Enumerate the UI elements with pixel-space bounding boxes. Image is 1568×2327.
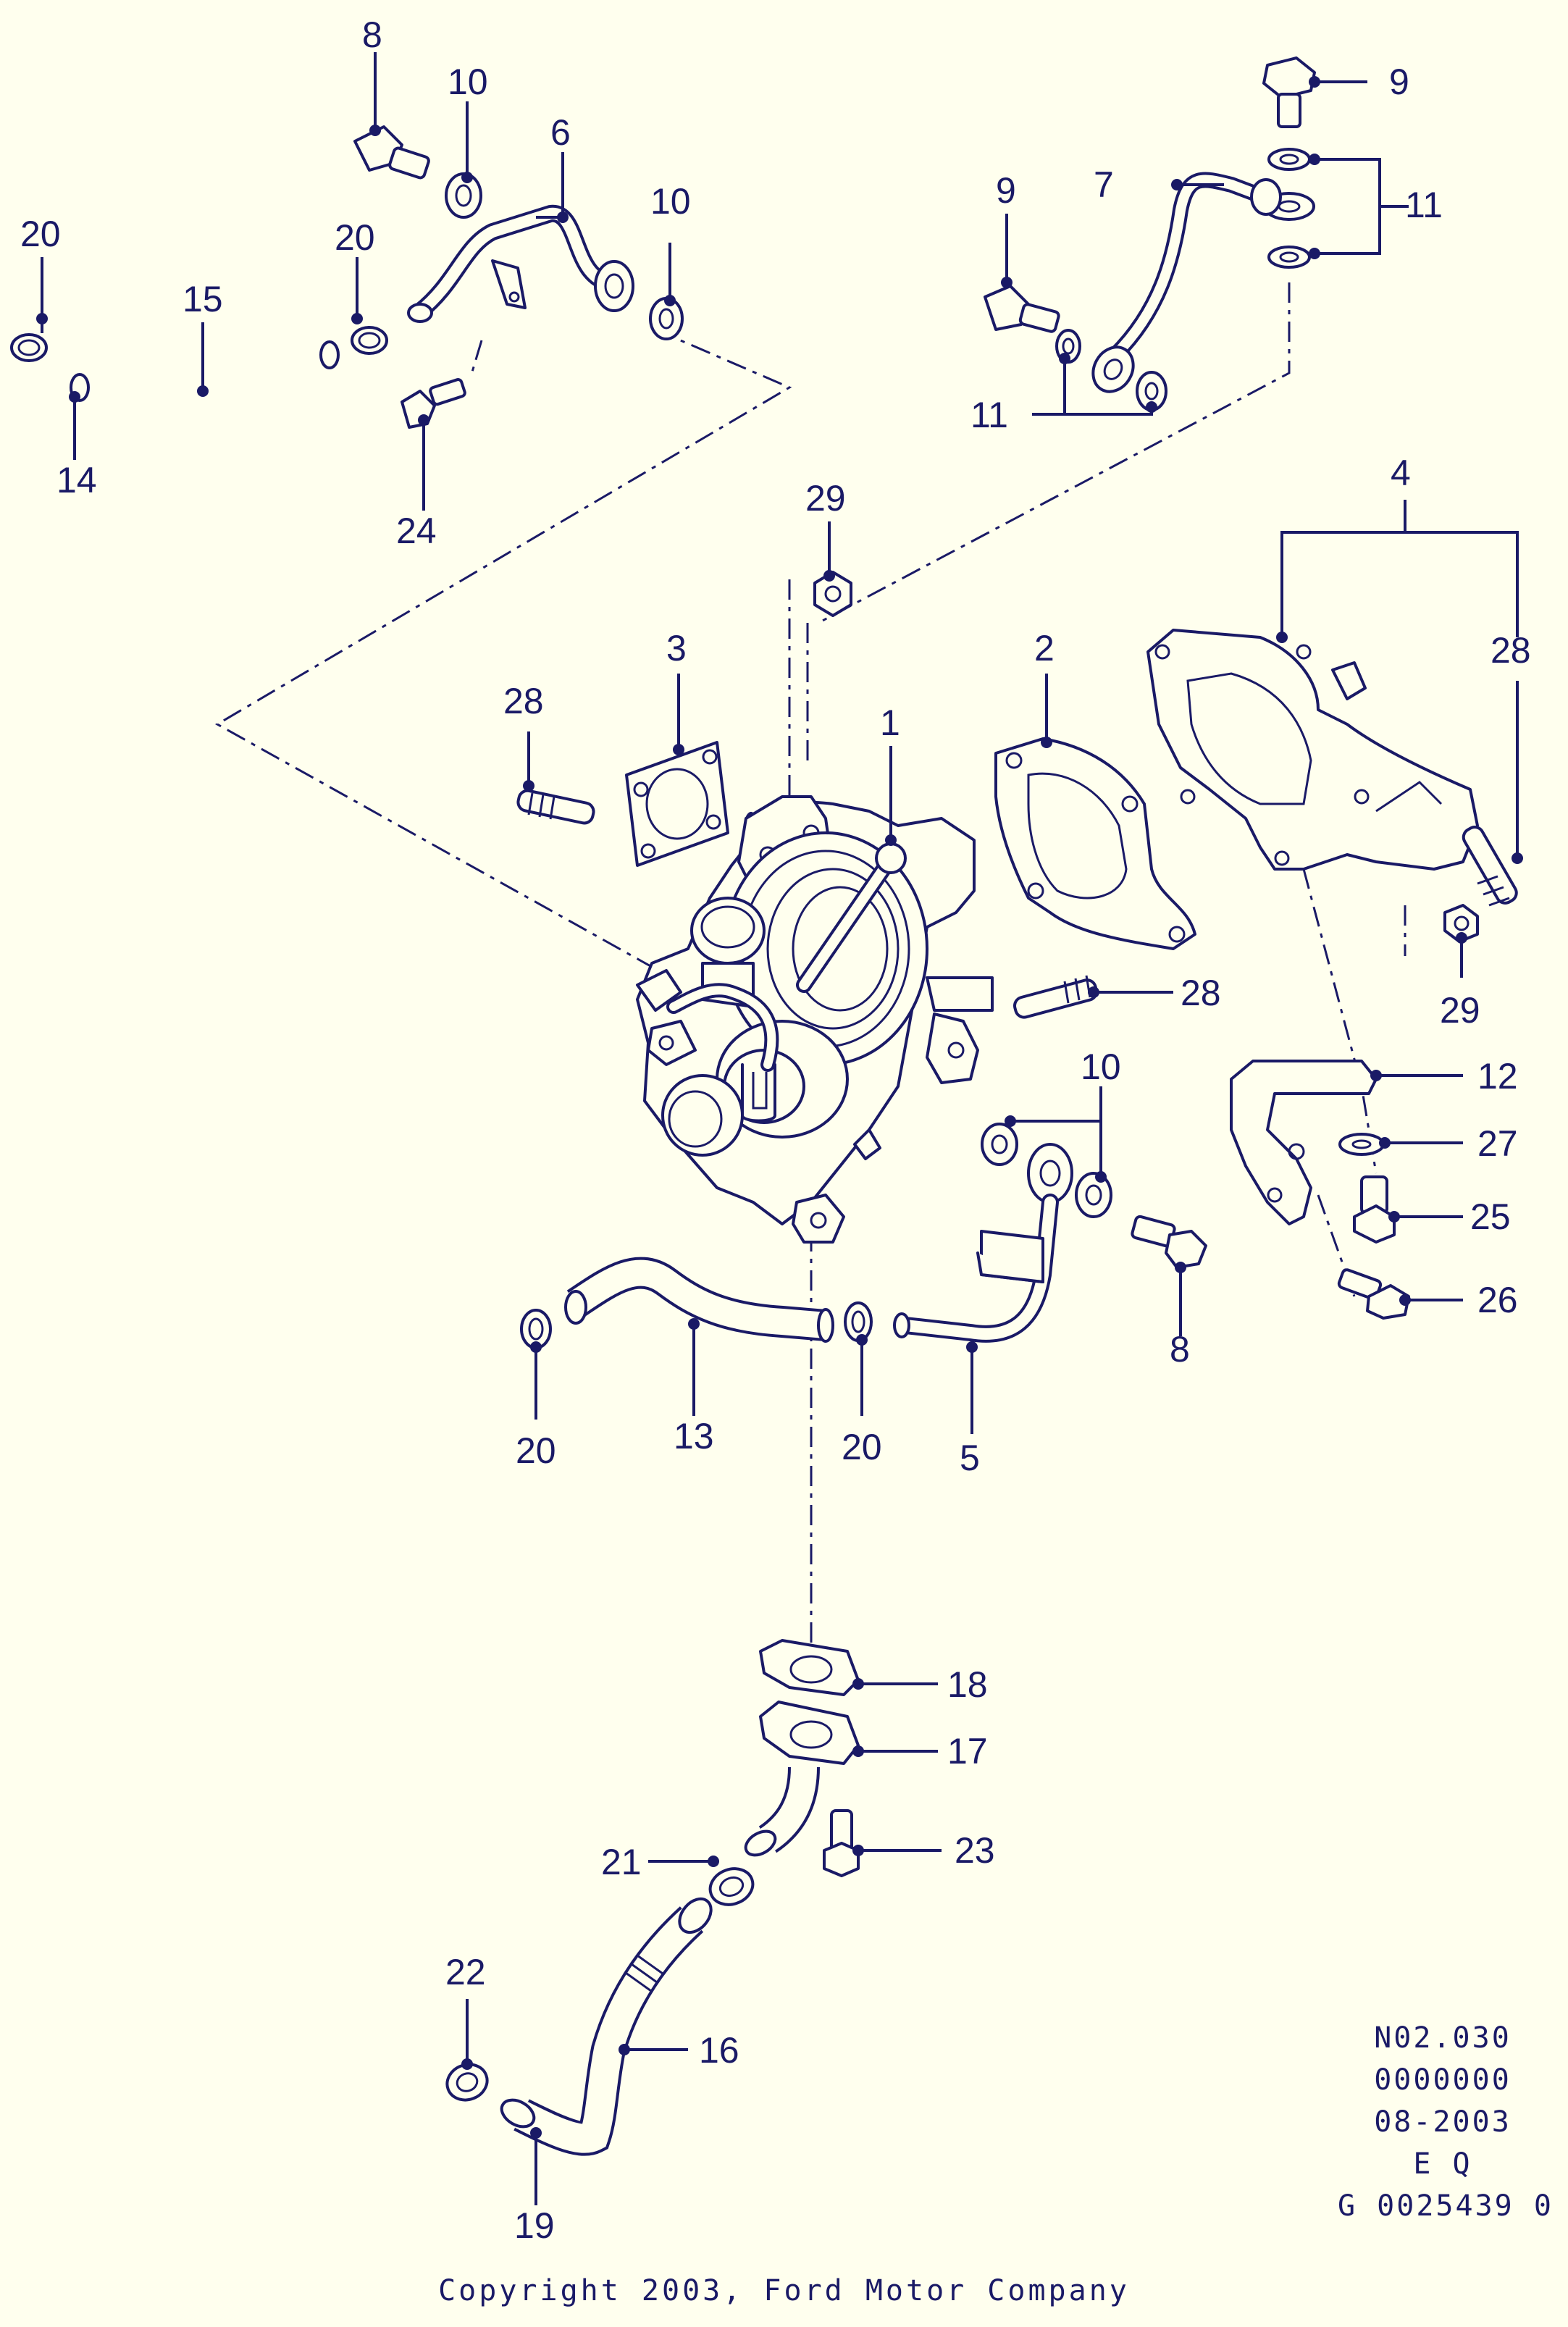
callout-1: 1	[880, 703, 900, 743]
callout-15: 15	[183, 279, 223, 319]
callout-8-lower: 8	[1170, 1329, 1190, 1370]
callout-19: 19	[514, 2205, 555, 2246]
callout-11-right: 11	[1405, 185, 1443, 225]
callout-9-left: 9	[996, 170, 1016, 211]
banjo-bolt-8-top	[353, 125, 430, 180]
bolt-25	[1353, 1175, 1396, 1244]
stud-28-left	[516, 789, 595, 825]
copyright-notice: Copyright 2003, Ford Motor Company	[438, 2274, 1130, 2307]
oil-feed-pipe-7	[1091, 172, 1282, 393]
callout-25: 25	[1470, 1196, 1511, 1237]
callout-26: 26	[1477, 1280, 1518, 1320]
callout-11-left: 11	[970, 395, 1008, 435]
reference-id: G 0025439 0	[1338, 2189, 1554, 2223]
callout-28-left: 28	[503, 681, 544, 721]
nut-29-right	[1443, 904, 1479, 943]
callout-13: 13	[674, 1416, 714, 1456]
callout-29-top: 29	[805, 478, 846, 519]
hose-13	[564, 1257, 834, 1343]
callout-23: 23	[955, 1830, 995, 1871]
callout-5: 5	[960, 1438, 980, 1478]
bracket-12	[1230, 1060, 1378, 1225]
callout-18: 18	[947, 1664, 988, 1705]
banjo-bolt-9-left	[984, 285, 1060, 333]
hose-16	[500, 1897, 713, 2156]
clamp-20-lower-left	[520, 1309, 552, 1349]
gasket-3	[625, 741, 729, 867]
stud-28-right	[1462, 826, 1518, 907]
oil-pipe-6	[407, 204, 634, 323]
clamp-20-left	[10, 333, 48, 362]
leader-lines	[36, 52, 1523, 2205]
flange-pipe-17	[744, 1701, 860, 1857]
clamp-21	[708, 1867, 755, 1906]
callout-20-left: 20	[20, 214, 61, 254]
callout-17: 17	[947, 1731, 988, 1772]
reference-flag: E Q	[1413, 2147, 1472, 2181]
washer-27	[1338, 1133, 1385, 1156]
callout-29-right: 29	[1440, 990, 1480, 1031]
drawing-reference-block: N02.030 0000000 08-2003 E Q G 0025439 0	[1338, 2017, 1554, 2227]
banjo-bolt-8-lower	[1131, 1215, 1207, 1269]
oil-return-pipe-5	[893, 1143, 1073, 1343]
callout-9-top: 9	[1389, 62, 1409, 102]
callout-3: 3	[666, 628, 687, 668]
bolt-26	[1337, 1268, 1410, 1320]
callout-28-right: 28	[1491, 630, 1531, 671]
callout-12: 12	[1477, 1056, 1518, 1097]
clamp-20-mid	[351, 326, 388, 355]
washer-10-lower-a	[981, 1123, 1018, 1166]
clamp-20-lower-right	[844, 1301, 873, 1342]
callout-24: 24	[396, 511, 437, 551]
callout-6: 6	[550, 112, 571, 153]
washer-10-top-b	[649, 297, 684, 340]
gasket-2	[994, 737, 1196, 950]
washer-10-top-a	[445, 172, 482, 219]
callout-28-middle: 28	[1181, 973, 1221, 1013]
callout-10-top-b: 10	[650, 181, 691, 222]
bolt-24	[401, 378, 466, 429]
callout-14: 14	[56, 460, 97, 500]
callout-16: 16	[699, 2030, 739, 2071]
callout-20-lower-left: 20	[516, 1430, 556, 1471]
callout-20-mid: 20	[335, 217, 375, 258]
bolt-23	[823, 1809, 860, 1877]
exhaust-elbow-4	[1146, 629, 1479, 871]
callout-2: 2	[1034, 628, 1055, 668]
reference-number: 0000000	[1374, 2063, 1512, 2097]
callout-7: 7	[1094, 164, 1114, 205]
callout-10-top-a: 10	[448, 62, 488, 102]
callout-21: 21	[601, 1842, 642, 1882]
callout-20-lower-right: 20	[842, 1427, 882, 1467]
washer-10-lower-b	[1075, 1172, 1112, 1218]
callout-10-lower: 10	[1081, 1047, 1121, 1087]
callout-22: 22	[445, 1952, 486, 1992]
callout-27: 27	[1477, 1123, 1518, 1164]
callout-4: 4	[1391, 453, 1411, 493]
turbocharger-1	[636, 795, 994, 1244]
clamp-22	[445, 2063, 489, 2102]
gasket-18	[759, 1639, 860, 1696]
reference-date: 08-2003	[1374, 2105, 1512, 2139]
stud-28-middle	[1013, 975, 1098, 1019]
callout-8-top: 8	[362, 14, 382, 55]
callout-labels: 8 10 6 10 20 20 15 14 24 9 7 9 11 11 29 …	[20, 14, 1531, 2246]
reference-code: N02.030	[1374, 2021, 1512, 2055]
banjo-bolt-9-top	[1262, 56, 1316, 128]
